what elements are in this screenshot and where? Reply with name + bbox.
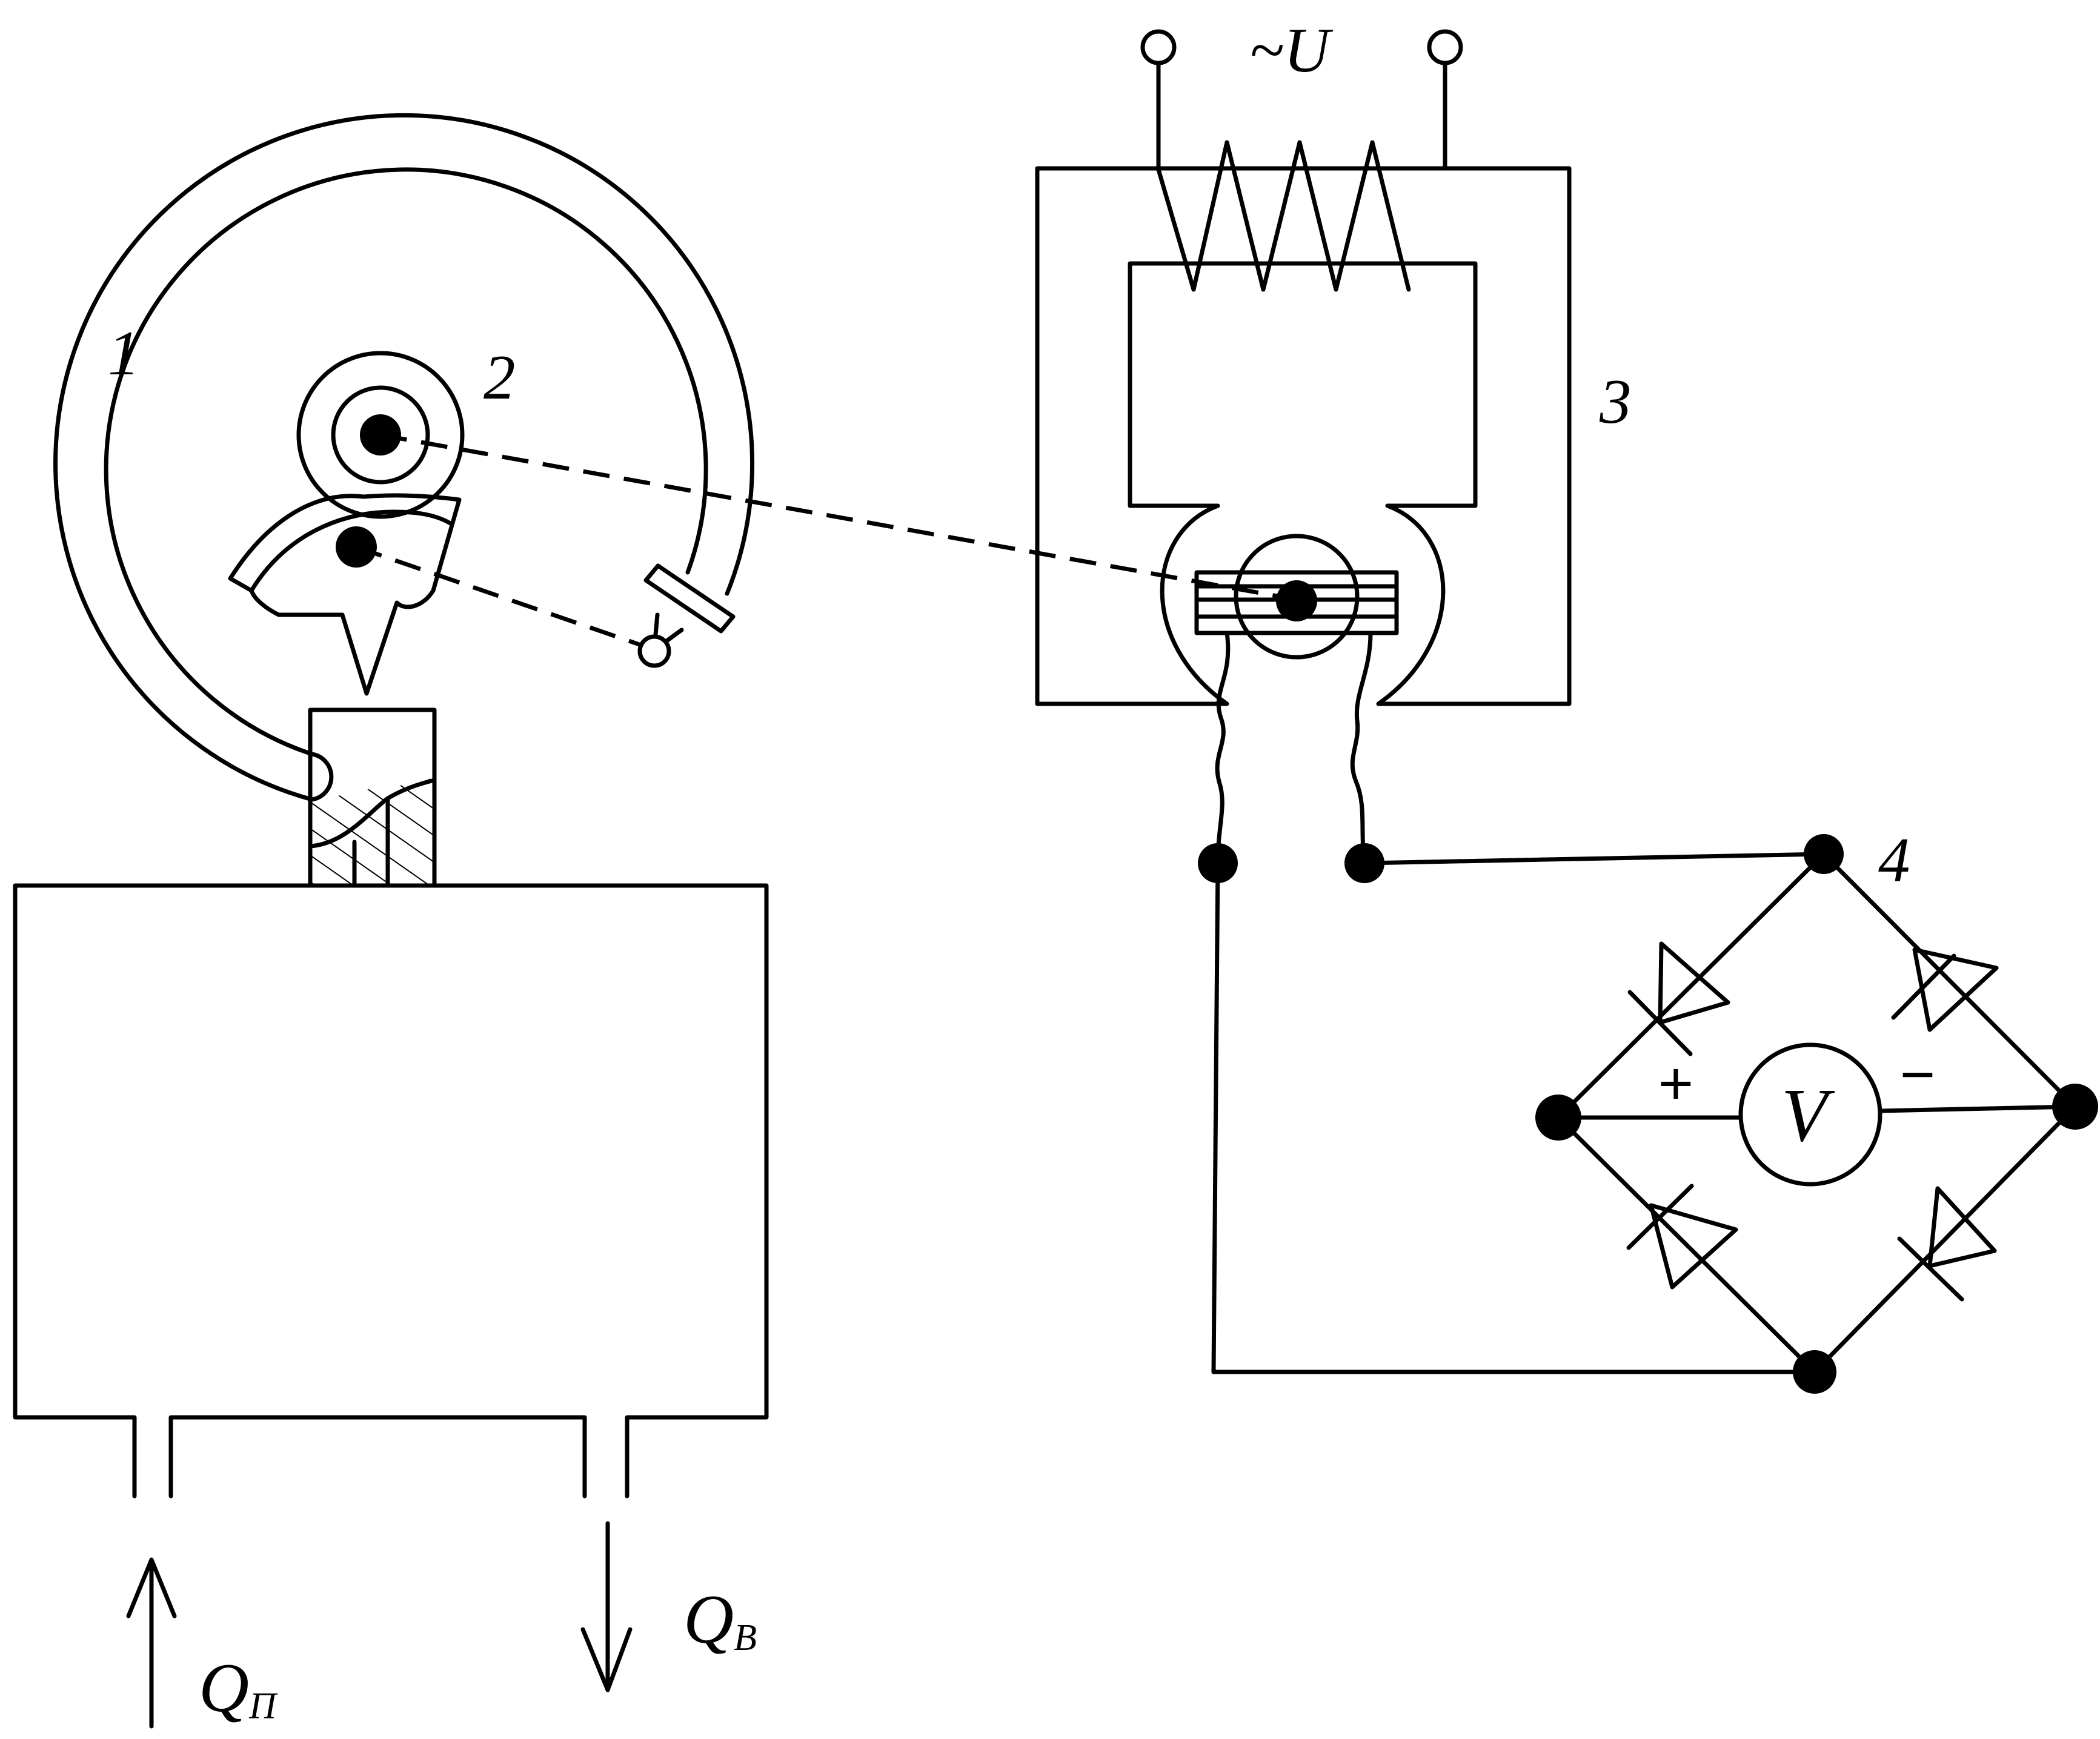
pressure-chamber	[13, 883, 769, 1499]
label-bourdon-tube: 1	[108, 317, 140, 388]
label-transformer: 3	[1599, 366, 1632, 437]
primary-winding	[1140, 29, 1463, 292]
diode-bottom-left	[1626, 1184, 1738, 1290]
label-sector-gear: 2	[483, 342, 516, 412]
link-pin	[637, 634, 671, 668]
tube-socket	[308, 707, 437, 888]
flow-out-arrow	[580, 1521, 633, 1692]
bourdon-tube	[53, 113, 755, 802]
tube-end-cap	[637, 563, 736, 668]
diode-top-left	[1627, 941, 1730, 1056]
label-flow-in: QП	[199, 1649, 278, 1727]
sector-gear	[228, 493, 462, 696]
coil-leads	[1215, 631, 1373, 866]
link-sector-to-tube	[355, 545, 642, 648]
flow-in-arrow	[126, 1557, 177, 1729]
diode-top-right	[1891, 947, 1999, 1032]
transformer-core	[1035, 166, 1572, 706]
moving-coil	[1194, 570, 1399, 635]
rectifier-bridge	[1198, 834, 2098, 1394]
pinion-gear	[296, 351, 465, 519]
voltmeter	[1738, 1042, 1882, 1187]
diode-bottom-right	[1897, 1186, 1997, 1302]
label-flow-out: QВ	[683, 1581, 757, 1658]
label-bridge: 4	[1878, 824, 1910, 895]
link-pinion-to-core	[380, 432, 1291, 601]
label-plus: +	[1658, 1050, 1693, 1118]
label-voltmeter: V	[1781, 1074, 1835, 1158]
label-supply-voltage: ~U	[1249, 15, 1334, 85]
label-minus: −	[1900, 1041, 1935, 1108]
